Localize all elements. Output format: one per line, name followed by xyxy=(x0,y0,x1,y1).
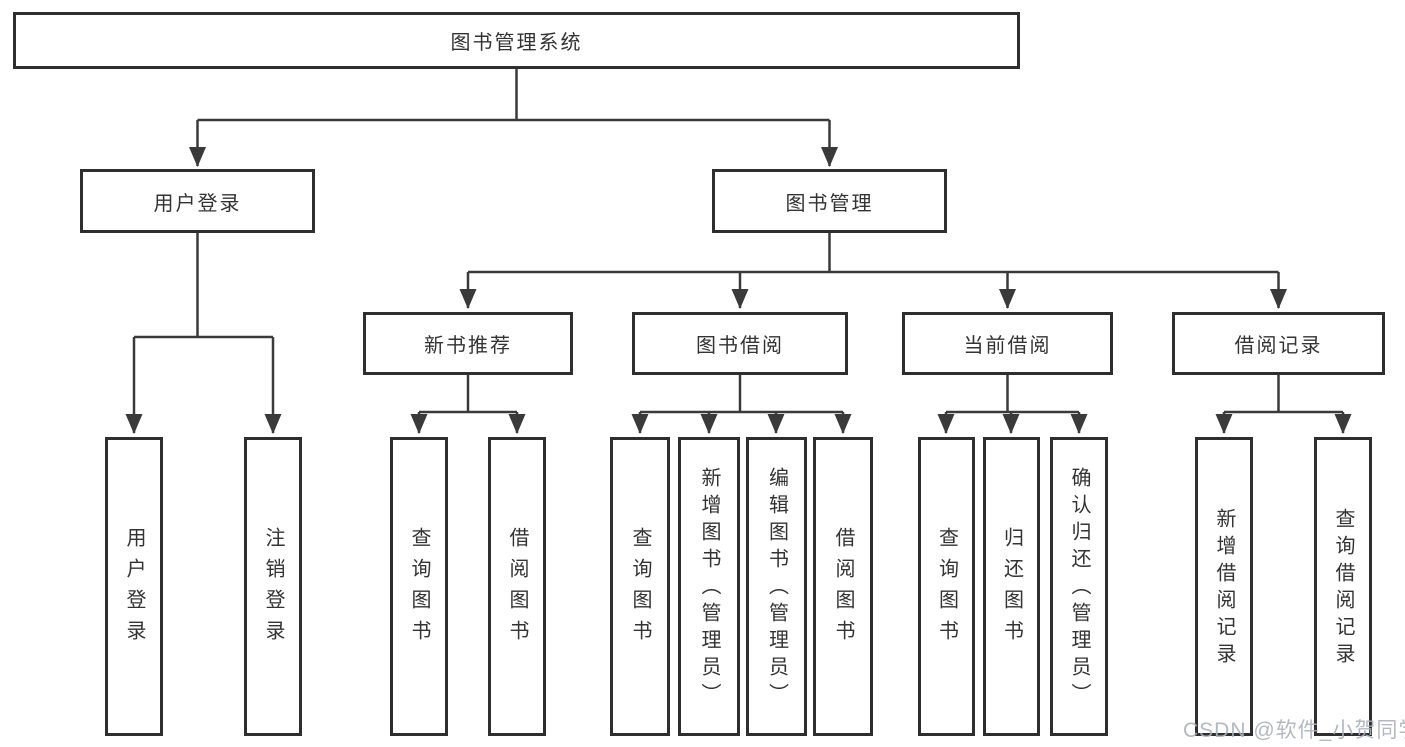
node-borrow-record: 借阅记录 xyxy=(1172,312,1385,375)
leaf-logout: 注销登录 xyxy=(244,437,302,736)
leaf-record-query-borrow-record: 查询借阅记录 xyxy=(1314,437,1372,736)
node-user-login: 用户登录 xyxy=(80,169,315,233)
leaf-current-return-book: 归还图书 xyxy=(983,437,1040,736)
node-book-management: 图书管理 xyxy=(712,169,947,233)
leaf-recommend-borrow-book: 借阅图书 xyxy=(488,437,546,736)
leaf-current-query-book: 查询图书 xyxy=(918,437,975,736)
leaf-borrow-query-book: 查询图书 xyxy=(610,437,670,736)
node-book-borrow: 图书借阅 xyxy=(632,312,848,375)
leaf-borrow-borrow-book: 借阅图书 xyxy=(813,437,873,736)
leaf-borrow-edit-book-admin: 编辑图书（管理员） xyxy=(746,437,807,736)
leaf-borrow-add-book-admin: 新增图书（管理员） xyxy=(678,437,740,736)
leaf-user-login: 用户登录 xyxy=(105,437,163,736)
leaf-recommend-query-book: 查询图书 xyxy=(390,437,448,736)
node-root-system: 图书管理系统 xyxy=(13,12,1020,69)
leaf-record-add-borrow-record: 新增借阅记录 xyxy=(1195,437,1253,736)
node-new-book-recommend: 新书推荐 xyxy=(363,312,573,375)
csdn-watermark: CSDN @软件_小贺同学 xyxy=(1183,719,1405,742)
leaf-current-confirm-return-admin: 确认归还（管理员） xyxy=(1050,437,1108,736)
node-current-borrow: 当前借阅 xyxy=(902,312,1113,375)
